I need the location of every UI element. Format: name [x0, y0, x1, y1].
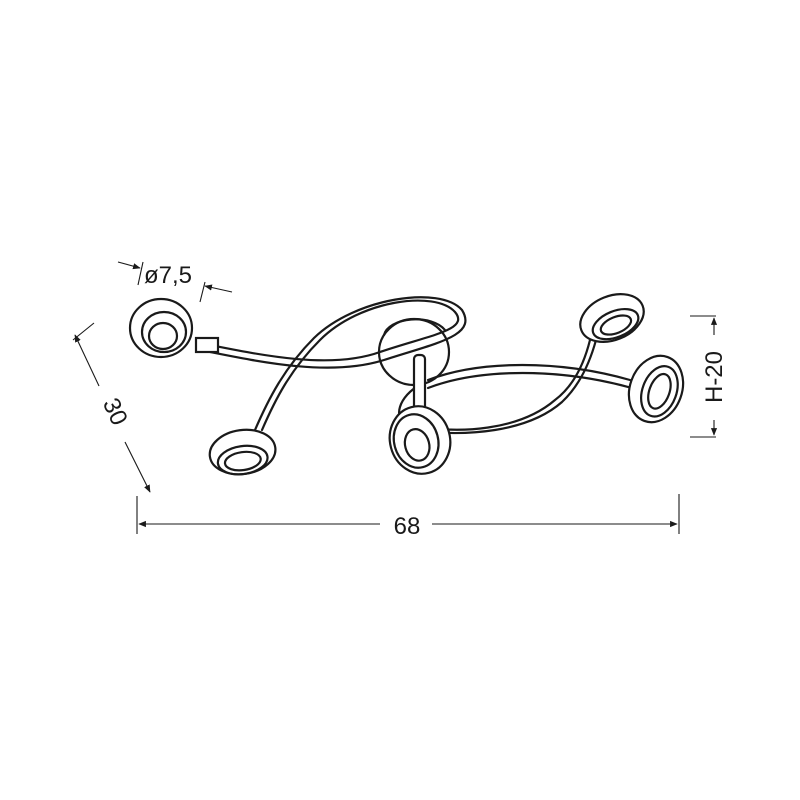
- spotlight-4: [579, 293, 645, 343]
- diameter-label: ø7,5: [144, 262, 192, 289]
- diameter-dimension: ø7,5: [117, 261, 233, 303]
- spotlight-3: [388, 405, 452, 475]
- width-label: 68: [394, 513, 421, 540]
- arm-joint-1: [194, 336, 220, 354]
- spotlight-2: [208, 428, 277, 476]
- height-dimension: H-20: [690, 315, 728, 438]
- arm-joint-2: [412, 353, 427, 412]
- spotlight-5: [627, 354, 685, 424]
- lamp-arms: [194, 296, 634, 435]
- depth-label: 30: [97, 394, 133, 430]
- spotlight-1: [128, 297, 194, 359]
- width-dimension: 68: [136, 494, 680, 540]
- height-label: H-20: [701, 351, 728, 403]
